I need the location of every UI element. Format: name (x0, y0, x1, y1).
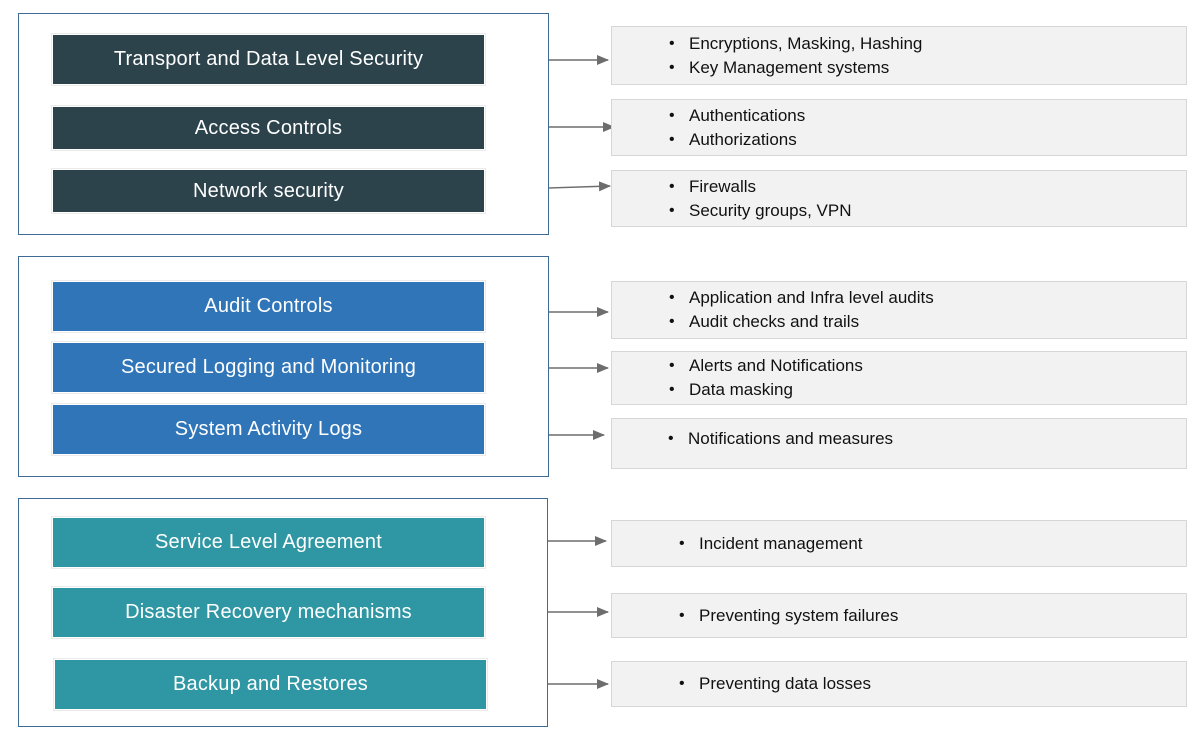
detail-bullet: Encryptions, Masking, Hashing (669, 32, 1186, 56)
details-service-level-agreement: Incident management (611, 520, 1187, 567)
category-disaster-recovery[interactable]: Disaster Recovery mechanisms (52, 587, 485, 638)
detail-bullet: Security groups, VPN (669, 199, 1186, 223)
detail-bullet: Preventing system failures (679, 604, 1186, 628)
details-system-activity-logs: Notifications and measures (611, 418, 1187, 469)
category-backup-restores[interactable]: Backup and Restores (54, 659, 487, 710)
category-access-controls[interactable]: Access Controls (52, 106, 485, 150)
category-service-level-agreement[interactable]: Service Level Agreement (52, 517, 485, 568)
detail-bullet: Audit checks and trails (669, 310, 1186, 334)
category-transport-data-security[interactable]: Transport and Data Level Security (52, 34, 485, 85)
details-access-controls: Authentications Authorizations (611, 99, 1187, 156)
category-secured-logging-monitoring[interactable]: Secured Logging and Monitoring (52, 342, 485, 393)
detail-bullet: Preventing data losses (679, 672, 1186, 696)
details-backup-restores: Preventing data losses (611, 661, 1187, 707)
detail-bullet: Authorizations (669, 128, 1186, 152)
details-secured-logging-monitoring: Alerts and Notifications Data masking (611, 351, 1187, 405)
category-audit-controls[interactable]: Audit Controls (52, 281, 485, 332)
details-network-security: Firewalls Security groups, VPN (611, 170, 1187, 227)
details-audit-controls: Application and Infra level audits Audit… (611, 281, 1187, 339)
category-network-security[interactable]: Network security (52, 169, 485, 213)
details-transport-data-security: Encryptions, Masking, Hashing Key Manage… (611, 26, 1187, 85)
detail-bullet: Notifications and measures (668, 427, 1186, 451)
detail-bullet: Key Management systems (669, 56, 1186, 80)
details-disaster-recovery: Preventing system failures (611, 593, 1187, 638)
detail-bullet: Firewalls (669, 175, 1186, 199)
detail-bullet: Authentications (669, 104, 1186, 128)
detail-bullet: Alerts and Notifications (669, 354, 1186, 378)
detail-bullet: Application and Infra level audits (669, 286, 1186, 310)
category-system-activity-logs[interactable]: System Activity Logs (52, 404, 485, 455)
detail-bullet: Data masking (669, 378, 1186, 402)
detail-bullet: Incident management (679, 532, 1186, 556)
